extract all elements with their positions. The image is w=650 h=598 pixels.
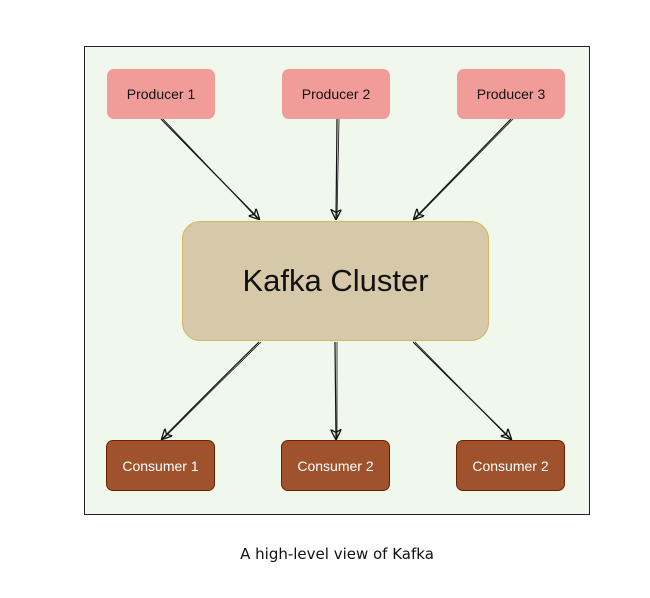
kafka-cluster-node[interactable]: Kafka Cluster [182,221,489,341]
producer-2-label: Producer 2 [301,86,371,102]
edge-producer2-cluster [336,118,337,219]
consumer-2-label: Consumer 2 [297,457,374,474]
edge-cluster-consumer2 [335,341,336,439]
edge-producer3-cluster [414,118,512,219]
edge-producer1-cluster-sketch [162,118,258,219]
producer-2-node[interactable]: Producer 2 [282,69,390,119]
consumer-1-label: Consumer 1 [122,457,199,474]
edge-producer3-cluster-sketch [415,118,514,219]
producer-1-node[interactable]: Producer 1 [107,69,215,119]
consumer-3-node[interactable]: Consumer 2 [456,440,565,491]
producer-3-label: Producer 3 [476,86,546,102]
edge-producer2-cluster-sketch [336,118,340,219]
edge-cluster-consumer1 [162,341,260,439]
edge-cluster-consumer1-sketch [163,341,262,439]
consumer-1-node[interactable]: Consumer 1 [106,440,215,491]
producer-1-label: Producer 1 [126,86,196,102]
producer-3-node[interactable]: Producer 3 [457,69,565,119]
kafka-cluster-label: Kafka Cluster [242,263,429,298]
figure-caption: A high-level view of Kafka [240,545,434,563]
edge-cluster-consumer3-sketch [414,341,510,439]
consumer-2-node[interactable]: Consumer 2 [281,440,390,491]
consumer-3-label: Consumer 2 [472,457,549,474]
